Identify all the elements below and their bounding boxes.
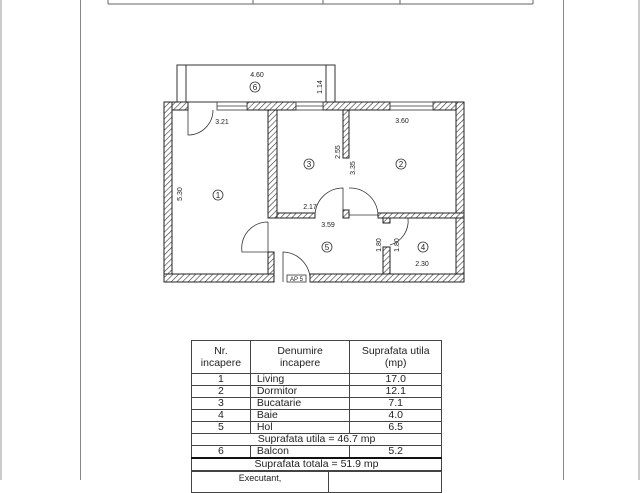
dim-living-length: 5.30 bbox=[177, 187, 184, 201]
header-nr-2: incapere bbox=[200, 357, 242, 369]
viewer-edge-left bbox=[0, 0, 2, 480]
header-area-1: Suprafata utila bbox=[361, 345, 430, 357]
cell-area: 7.1 bbox=[349, 397, 442, 410]
dim-bedroom-width: 3.60 bbox=[395, 118, 409, 125]
cell-nr: 3 bbox=[191, 397, 251, 410]
dim-balcony-depth: 1.14 bbox=[317, 80, 324, 94]
room-marker-2: 2 bbox=[399, 160, 404, 169]
top-table-remnant bbox=[107, 0, 534, 5]
cell-area: 6.5 bbox=[349, 421, 442, 434]
total: Suprafata totala = 51.9 mp bbox=[191, 457, 442, 471]
dim-bath-depth: 1.80 bbox=[394, 238, 401, 252]
cell-area: 5.2 bbox=[349, 445, 442, 459]
subtotal-row: Suprafata utila = 46.7 mp bbox=[191, 433, 442, 446]
dim-kitchen-length: 2.55 bbox=[335, 145, 342, 159]
header-name-2: incapere bbox=[279, 357, 321, 369]
room-marker-6: 6 bbox=[253, 83, 258, 92]
cell-nr: 6 bbox=[191, 445, 251, 459]
room-marker-5: 5 bbox=[325, 243, 330, 252]
cell-area: 17.0 bbox=[349, 373, 442, 386]
windows bbox=[216, 101, 434, 111]
viewer-edge-right bbox=[638, 0, 640, 480]
cell-nr: 5 bbox=[191, 421, 251, 434]
room-marker-3: 3 bbox=[307, 160, 312, 169]
dim-kitchen-width: 2.17 bbox=[303, 204, 317, 211]
entrance-label: AP 5 bbox=[290, 277, 304, 283]
cell-nr: 1 bbox=[191, 373, 251, 386]
cell-area: 12.1 bbox=[349, 385, 442, 398]
cell-name: Baie bbox=[249, 409, 351, 422]
dim-balcony-width: 4.60 bbox=[250, 72, 264, 79]
cell-name: Balcon bbox=[249, 445, 351, 459]
room-marker-1: 1 bbox=[216, 191, 221, 200]
entrance-label-box bbox=[286, 274, 307, 283]
room-marker-4: 4 bbox=[421, 243, 426, 252]
dim-bedroom-length: 3.35 bbox=[350, 161, 357, 175]
signature-row: Executant, bbox=[191, 471, 442, 493]
cell-name: Dormitor bbox=[249, 385, 351, 398]
dim-hall-width: 3.59 bbox=[321, 222, 335, 229]
dim-living-width: 3.21 bbox=[215, 119, 229, 126]
signature-divider bbox=[328, 472, 329, 492]
cell-nr: 2 bbox=[191, 385, 251, 398]
total-row: Suprafata totala = 51.9 mp bbox=[191, 457, 442, 471]
cell-nr: 4 bbox=[191, 409, 251, 422]
cell-name: Bucatarie bbox=[249, 397, 351, 410]
dim-hall-depth: 1.80 bbox=[376, 238, 383, 252]
cell-area: 4.0 bbox=[349, 409, 442, 422]
header-name-1: Denumire bbox=[277, 345, 323, 357]
walls bbox=[163, 101, 465, 283]
cell-name: Hol bbox=[249, 421, 351, 434]
floor-plan: AP 5 4.60 1.14 3.21 5.30 3.60 2.55 3.35 … bbox=[107, 0, 534, 283]
header-area-2: (mp) bbox=[384, 357, 407, 369]
cell-name: Living bbox=[249, 373, 351, 386]
dim-bath-width: 2.30 bbox=[415, 261, 429, 268]
door-swings bbox=[187, 109, 409, 283]
header-nr-1: Nr. bbox=[214, 345, 228, 357]
executant-label: Executant, bbox=[238, 473, 282, 483]
subtotal: Suprafata utila = 46.7 mp bbox=[191, 433, 442, 446]
